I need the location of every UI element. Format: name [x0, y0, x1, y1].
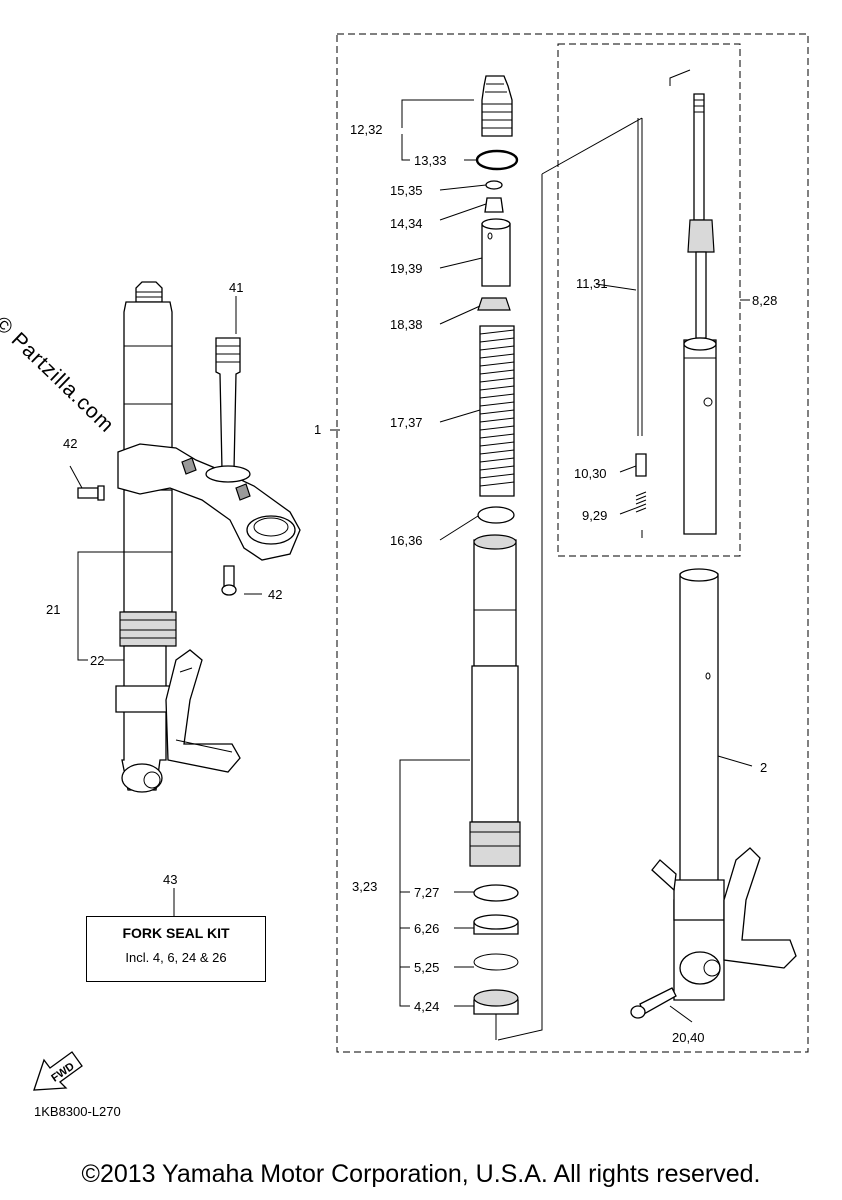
callout-19-39: 19,39	[390, 261, 423, 276]
callout-15-35: 15,35	[390, 183, 423, 198]
assembled-fork	[77, 281, 301, 793]
callout-18-38: 18,38	[390, 317, 423, 332]
callout-42-upper: 42	[63, 436, 77, 451]
callout-6-26: 6,26	[414, 921, 439, 936]
callout-1: 1	[314, 422, 321, 437]
assembly-frame-inner	[557, 43, 741, 557]
callout-20-40: 20,40	[672, 1030, 705, 1045]
leader-lines	[69, 69, 753, 1041]
callout-9-29: 9,29	[582, 508, 607, 523]
callout-10-30: 10,30	[574, 466, 607, 481]
callout-8-28: 8,28	[752, 293, 777, 308]
callout-21: 21	[46, 602, 60, 617]
damper-parts	[630, 93, 797, 1019]
callout-3-23: 3,23	[352, 879, 377, 894]
callout-11-31: 11,31	[576, 276, 608, 291]
fork-seal-kit-box: FORK SEAL KIT Incl. 4, 6, 24 & 26	[86, 916, 266, 982]
kit-note: Incl. 4, 6, 24 & 26	[125, 950, 227, 965]
callout-42-lower: 42	[268, 587, 282, 602]
kit-title: FORK SEAL KIT	[122, 925, 230, 941]
callout-12-32: 12,32	[350, 122, 383, 137]
callout-labels: 12,32 13,33 15,35 14,34 19,39 18,38 17,3…	[46, 122, 777, 1045]
callout-2: 2	[760, 760, 767, 775]
assembly-frame-outer	[336, 33, 809, 1053]
callout-43: 43	[163, 872, 177, 887]
callout-4-24: 4,24	[414, 999, 439, 1014]
callout-22: 22	[90, 653, 104, 668]
callout-7-27: 7,27	[414, 885, 439, 900]
center-column-parts	[469, 75, 521, 1040]
callout-16-36: 16,36	[390, 533, 423, 548]
copyright-notice: ©2013 Yamaha Motor Corporation, U.S.A. A…	[81, 1160, 761, 1188]
diagram-code: 1KB8300-L270	[34, 1104, 121, 1119]
callout-41: 41	[229, 280, 243, 295]
callout-5-25: 5,25	[414, 960, 439, 975]
callout-13-33: 13,33	[414, 153, 447, 168]
callout-14-34: 14,34	[390, 216, 423, 231]
callout-17-37: 17,37	[390, 415, 423, 430]
fwd-arrow-icon: FWD	[33, 1051, 83, 1091]
